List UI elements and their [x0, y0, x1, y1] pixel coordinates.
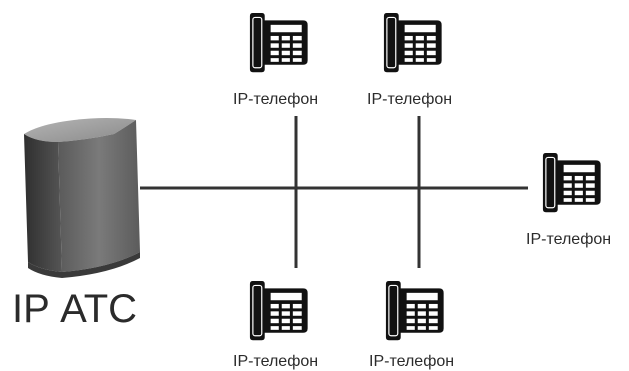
phone-icon — [249, 12, 309, 73]
server-icon — [24, 118, 140, 278]
phone-label-right: IP-телефон — [526, 231, 611, 248]
phone-label-top-right: IP-телефон — [367, 91, 452, 108]
phone-icon — [542, 152, 602, 213]
phone-icon — [383, 12, 443, 73]
network-lines — [140, 116, 528, 268]
phone-label-bottom-right: IP-телефон — [369, 353, 454, 370]
phone-label-bottom-left: IP-телефон — [233, 353, 318, 370]
phone-icon — [385, 280, 445, 341]
server-label: IP АТС — [12, 287, 137, 331]
phone-label-top-left: IP-телефон — [233, 91, 318, 108]
phone-icon — [249, 280, 309, 341]
